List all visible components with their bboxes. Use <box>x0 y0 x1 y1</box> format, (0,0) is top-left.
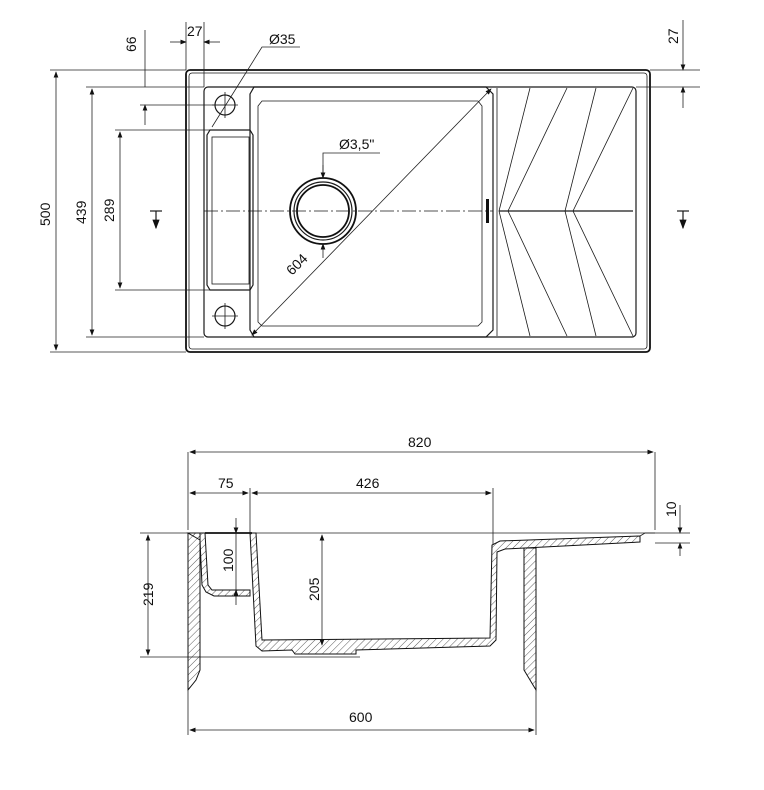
dim-hole-left: 27 <box>187 23 203 39</box>
sink-section <box>186 532 251 597</box>
cabinet-wall-right <box>523 547 537 692</box>
section-marker-right <box>677 210 689 230</box>
top-view: 604 Ø3,5" Ø35 27 66 500 439 289 <box>37 20 700 353</box>
dim-width-overall: 500 <box>37 202 53 226</box>
dim-shelf-length: 289 <box>101 198 117 222</box>
drainboard-grooves <box>486 87 634 337</box>
dim-shelf-depth: 100 <box>220 548 236 572</box>
dim-inner-width: 439 <box>73 200 89 224</box>
dim-cabinet-width: 600 <box>349 709 373 725</box>
dim-edge-right: 27 <box>665 28 681 44</box>
dim-drain-diameter: Ø3,5" <box>339 136 374 152</box>
dim-bowl-width: 426 <box>356 475 380 491</box>
dim-drainer-height: 10 <box>663 501 679 517</box>
dim-hole-offset: 66 <box>123 36 139 52</box>
dim-total-depth: 219 <box>140 582 156 606</box>
side-view: 820 75 426 219 100 205 10 <box>140 434 690 735</box>
section-marker-left <box>150 210 162 230</box>
tap-hole-bottom <box>212 303 238 329</box>
dim-diagonal: 604 <box>283 250 311 278</box>
sink-outline <box>185 69 651 353</box>
dim-total-length: 820 <box>408 434 432 450</box>
dim-bowl-depth: 205 <box>306 577 322 601</box>
dim-hole-diameter: Ø35 <box>269 31 296 47</box>
soap-shelf <box>206 129 254 291</box>
cabinet-wall-left <box>187 532 201 692</box>
dim-shelf-width: 75 <box>218 475 234 491</box>
sink-rim <box>203 86 637 338</box>
